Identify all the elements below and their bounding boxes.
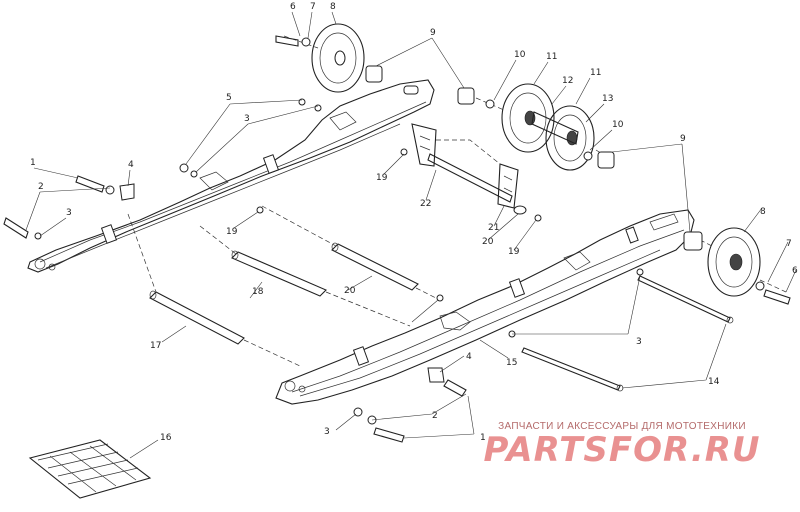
callout-9a: 9 — [430, 28, 436, 38]
wheel-right-rear — [699, 227, 787, 297]
callout-21: 21 — [488, 223, 499, 233]
torque-arm — [411, 123, 527, 215]
watermark-tagline: ЗАПЧАСТИ И АКСЕССУАРЫ ДЛЯ МОТОТЕХНИКИ — [498, 421, 746, 432]
callout-17: 17 — [150, 341, 161, 351]
hardware — [3, 35, 791, 443]
callout-6a: 6 — [290, 2, 296, 12]
callout-1b: 1 — [480, 433, 486, 443]
callout-20a: 20 — [482, 237, 494, 247]
wheel-pair-center — [475, 83, 613, 171]
callout-numbers: 6 7 8 9 10 11 12 11 13 10 9 5 3 1 4 2 3 … — [30, 2, 798, 443]
callout-18: 18 — [252, 287, 264, 297]
callout-11a: 11 — [546, 52, 557, 62]
wheel-top-left — [283, 23, 365, 93]
callout-3c: 3 — [636, 337, 642, 347]
left-rail — [27, 79, 435, 273]
callout-2b: 2 — [432, 411, 438, 421]
callout-8a: 8 — [330, 2, 336, 12]
callout-13: 13 — [602, 94, 613, 104]
callout-3a: 3 — [244, 114, 250, 124]
cross-shafts — [127, 205, 441, 367]
callout-10a: 10 — [514, 50, 526, 60]
callout-1a: 1 — [30, 158, 36, 168]
callout-8b: 8 — [760, 207, 766, 217]
callout-3b: 3 — [66, 208, 72, 218]
track-fragment — [28, 439, 152, 499]
callout-2a: 2 — [38, 182, 44, 192]
callout-16: 16 — [160, 433, 172, 443]
callout-4a: 4 — [128, 160, 134, 170]
callout-19a: 19 — [376, 173, 388, 183]
callout-10b: 10 — [612, 120, 624, 130]
callout-5: 5 — [226, 93, 232, 103]
callout-15: 15 — [506, 358, 517, 368]
callout-19b: 19 — [508, 247, 520, 257]
callout-22: 22 — [420, 199, 431, 209]
tie-rod — [521, 275, 734, 392]
leader-lines — [25, 11, 797, 459]
callout-6b: 6 — [792, 266, 798, 276]
callout-7a: 7 — [310, 2, 316, 12]
callout-3d: 3 — [324, 427, 330, 437]
store-watermark: ЗАПЧАСТИ И АКСЕССУАРЫ ДЛЯ МОТОТЕХНИКИ PA… — [472, 421, 772, 468]
callout-14: 14 — [708, 377, 720, 387]
callout-12: 12 — [562, 76, 573, 86]
callout-9b: 9 — [680, 134, 686, 144]
callout-11b: 11 — [590, 68, 601, 78]
callout-4b: 4 — [466, 352, 472, 362]
callout-19c: 19 — [226, 227, 238, 237]
callout-20b: 20 — [344, 286, 356, 296]
callout-7b: 7 — [786, 239, 792, 249]
watermark-logo: PARTSFOR.RU — [483, 430, 761, 470]
right-rail — [275, 209, 695, 405]
